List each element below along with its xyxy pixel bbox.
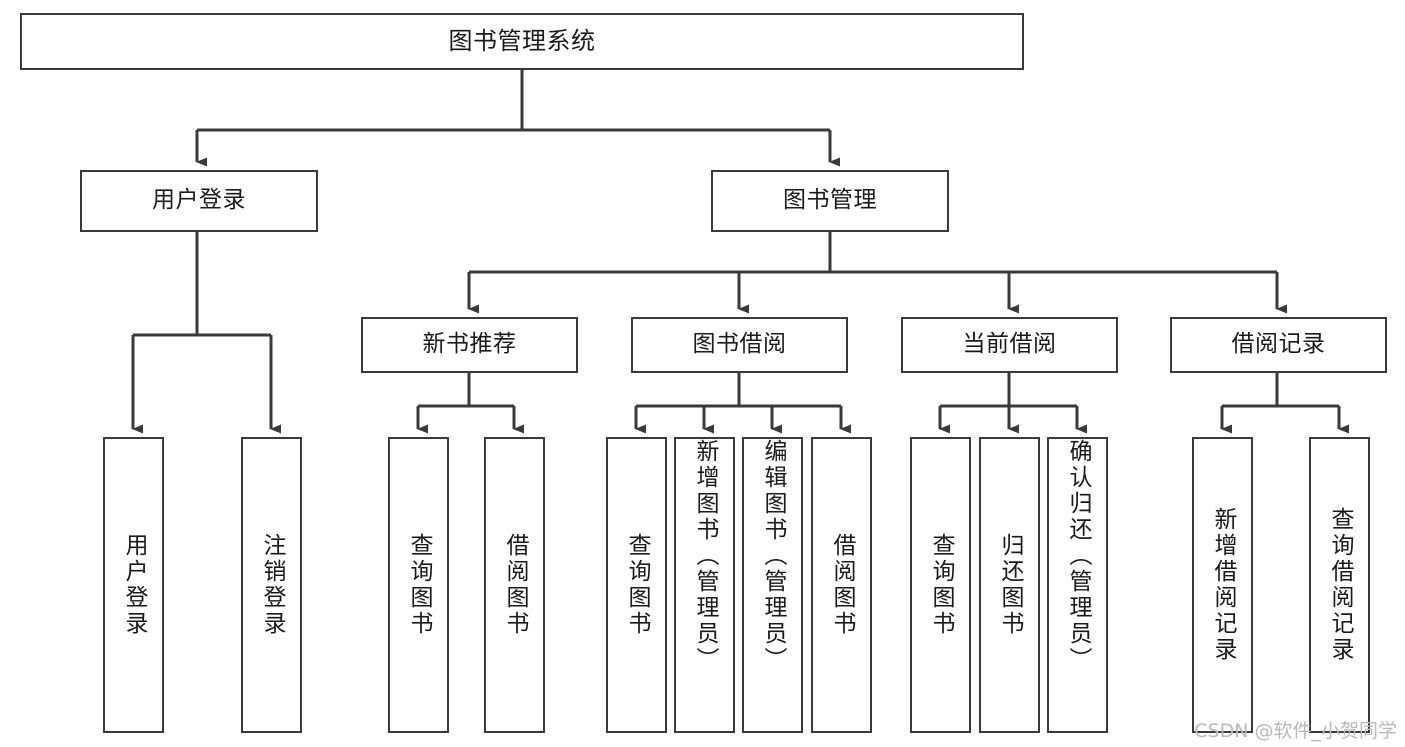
node-label: 新增图书（管理员） [692,439,718,673]
leaf-user-login[interactable]: 用户登录 [103,437,164,733]
leaf-edit-book-admin[interactable]: 编辑图书（管理员） [742,437,803,733]
node-label: 归还图书 [997,533,1023,637]
leaf-query-book-recommend[interactable]: 查询图书 [388,437,449,733]
node-label: 图书管理系统 [448,27,596,56]
leaf-query-borrow-record[interactable]: 查询借阅记录 [1309,437,1370,733]
node-root-book-management-system[interactable]: 图书管理系统 [20,13,1024,70]
node-label: 新书推荐 [422,331,517,358]
node-borrow-record[interactable]: 借阅记录 [1170,317,1387,373]
watermark-text: CSDN @软件_小贺同学 [1194,720,1397,742]
node-label: 当前借阅 [962,331,1057,358]
leaf-borrow-book-recommend[interactable]: 借阅图书 [484,437,545,733]
node-label: 查询图书 [406,533,432,637]
node-label: 借阅图书 [829,533,855,637]
leaf-query-book-borrow[interactable]: 查询图书 [606,437,667,733]
node-label: 用户登录 [152,187,246,214]
leaf-confirm-return-admin[interactable]: 确认归还（管理员） [1047,437,1108,733]
node-new-book-recommend[interactable]: 新书推荐 [361,317,578,373]
leaf-borrow-book-borrow[interactable]: 借阅图书 [811,437,872,733]
node-label: 确认归还（管理员） [1065,439,1091,673]
node-user-login[interactable]: 用户登录 [80,170,318,232]
node-label: 查询图书 [928,533,954,637]
node-label: 图书借阅 [692,331,787,358]
node-book-borrow[interactable]: 图书借阅 [631,317,848,373]
node-label: 借阅记录 [1231,331,1326,358]
leaf-add-book-admin[interactable]: 新增图书（管理员） [674,437,735,733]
node-book-management[interactable]: 图书管理 [711,170,949,232]
node-current-borrow[interactable]: 当前借阅 [901,317,1118,373]
leaf-user-logout[interactable]: 注销登录 [241,437,302,733]
node-label: 查询图书 [624,533,650,637]
leaf-query-book-current[interactable]: 查询图书 [910,437,971,733]
leaf-return-book[interactable]: 归还图书 [979,437,1040,733]
leaf-add-borrow-record[interactable]: 新增借阅记录 [1192,437,1253,733]
node-label: 查询借阅记录 [1327,507,1353,663]
node-label: 新增借阅记录 [1210,507,1236,663]
node-label: 图书管理 [783,187,877,214]
node-label: 借阅图书 [502,533,528,637]
node-label: 注销登录 [259,533,285,637]
node-label: 用户登录 [121,533,147,637]
node-label: 编辑图书（管理员） [760,439,786,673]
